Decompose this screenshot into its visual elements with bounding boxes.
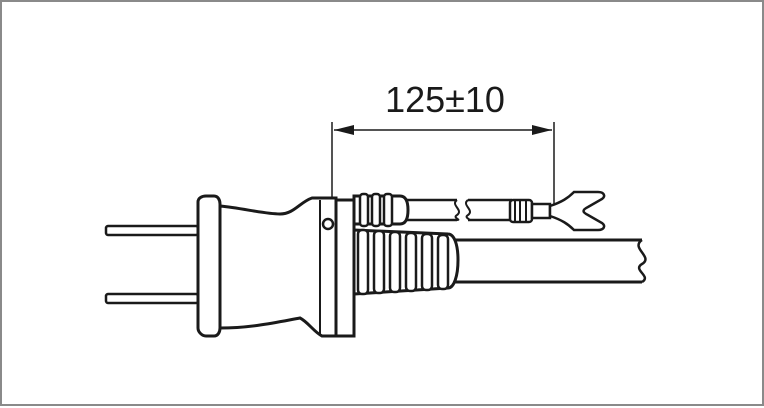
- prong-lower: [104, 292, 200, 305]
- dimension-annotation: 125±10: [331, 79, 555, 207]
- plug-screw: [321, 217, 335, 231]
- terminal-fork: [548, 190, 606, 232]
- plug-prongs: [104, 224, 200, 305]
- terminal-barrel: [530, 202, 552, 220]
- ground-lead-break-left: [454, 199, 460, 221]
- arrowhead-right: [532, 125, 552, 135]
- ground-lead: [402, 198, 512, 222]
- main-cable: [450, 238, 647, 284]
- plug-neck: [334, 198, 356, 338]
- plug-face-plate: [196, 194, 222, 338]
- dimension-label: 125±10: [385, 79, 505, 120]
- plug-body: [196, 194, 356, 338]
- prong-upper: [104, 224, 200, 237]
- main-cable-break: [637, 238, 647, 284]
- spade-terminal: [508, 190, 606, 232]
- ground-lead-break-right: [465, 199, 471, 221]
- cable-strain-relief: [352, 228, 460, 296]
- plug-housing: [218, 196, 338, 338]
- arrowhead-left: [334, 125, 354, 135]
- ground-strain-relief: [352, 192, 410, 228]
